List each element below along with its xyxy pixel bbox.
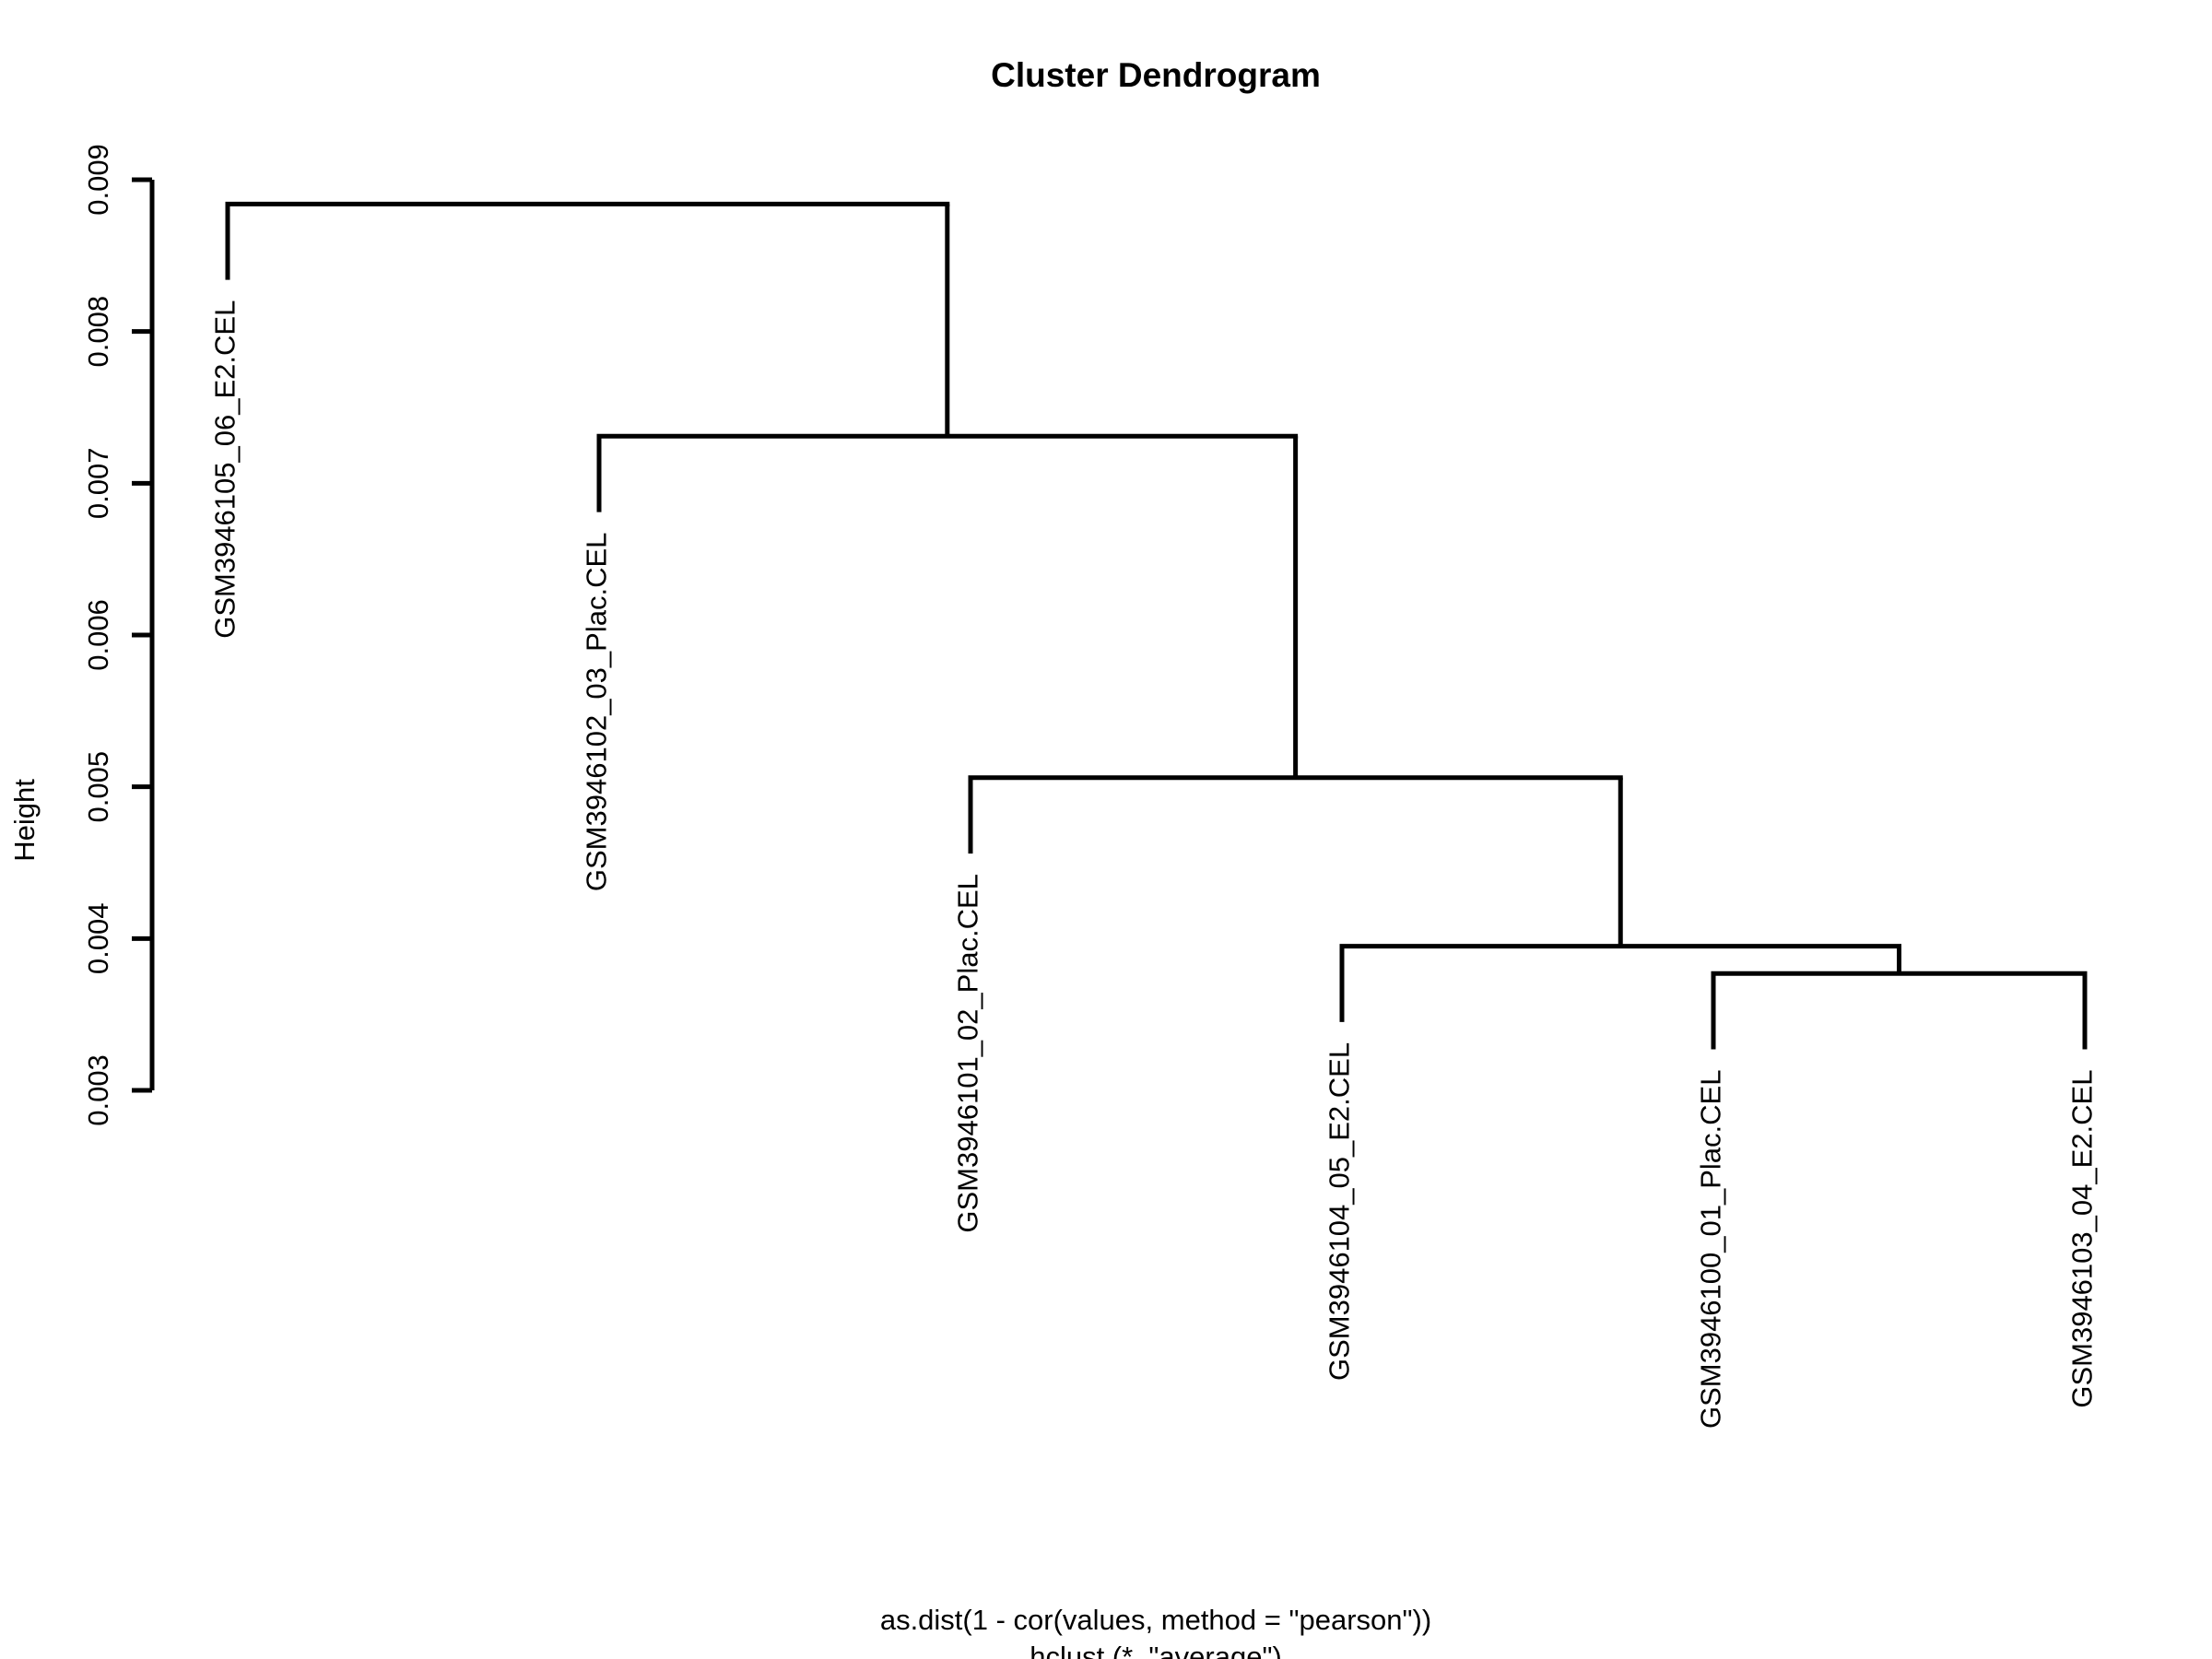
y-axis: 0.003 0.004 0.005 0.006 0.007 0.008 0.009 [82,144,155,1126]
y-tick-label: 0.008 [82,296,114,368]
leaf-label: GSM3946102_03_Plac.CEL [581,533,613,891]
x-axis-label-method: hclust (*, "average") [1030,1641,1282,1659]
y-tick-label: 0.005 [82,751,114,823]
leaf-label: GSM3946100_01_Plac.CEL [1695,1070,1727,1429]
y-tick-label: 0.004 [82,903,114,975]
y-axis-label: Height [8,779,41,862]
y-tick-label: 0.006 [82,599,114,671]
x-axis-label-distance: as.dist(1 - cor(values, method = "pearso… [880,1604,1431,1636]
y-tick-label: 0.003 [82,1054,114,1126]
leaf-label: GSM3946103_04_E2.CEL [2066,1070,2099,1408]
leaf-label: GSM3946104_05_E2.CEL [1324,1042,1356,1381]
chart-title: Cluster Dendrogram [991,56,1321,94]
dendrogram-branches [225,201,2088,1050]
leaf-labels: GSM3946105_06_E2.CEL GSM3946102_03_Plac.C… [209,300,2099,1429]
y-tick-label: 0.007 [82,448,114,520]
leaf-label: GSM3946105_06_E2.CEL [209,300,241,639]
y-tick-label: 0.009 [82,144,114,216]
leaf-label: GSM3946101_02_Plac.CEL [952,874,984,1232]
